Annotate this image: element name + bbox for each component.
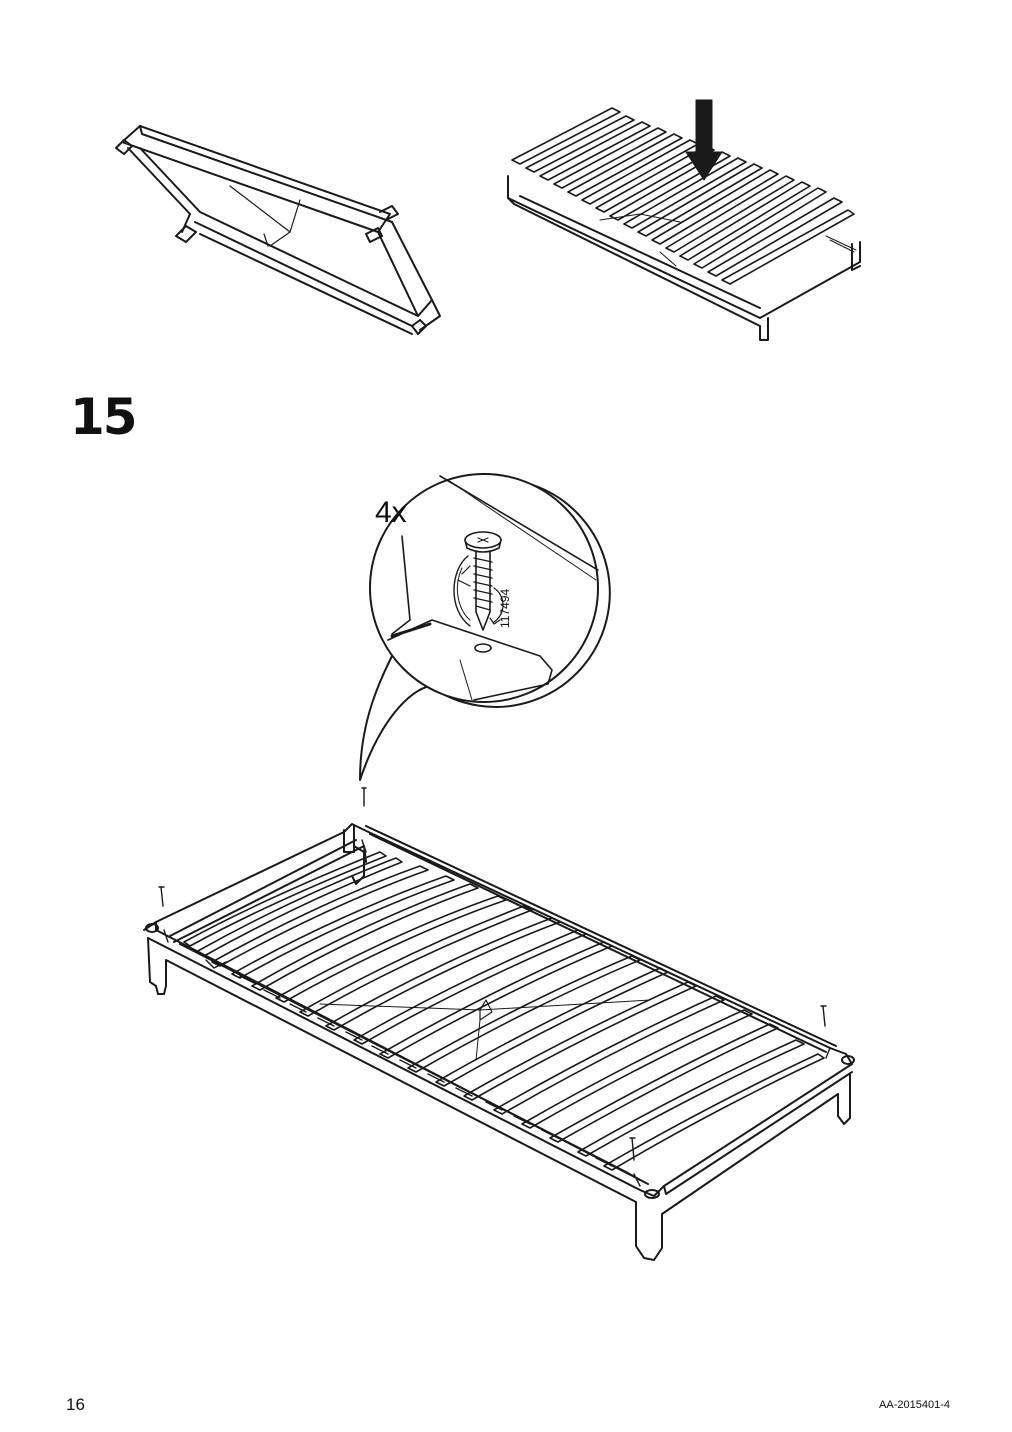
main-bed-frame-drawing — [143, 787, 855, 1261]
part-number-label: 117494 — [498, 588, 512, 628]
clockwise-rotation-icon — [453, 555, 471, 627]
slatted-frame-drawing — [507, 99, 861, 341]
upturned-frame-drawing — [115, 125, 441, 335]
screw-icon — [464, 531, 502, 631]
down-arrow-icon — [685, 99, 723, 181]
step-number: 15 — [70, 388, 138, 446]
quantity-label: 4x — [375, 496, 407, 529]
document-code: AA-2015401-4 — [879, 1399, 950, 1411]
page-number: 16 — [66, 1395, 85, 1414]
detail-callout — [359, 473, 611, 781]
